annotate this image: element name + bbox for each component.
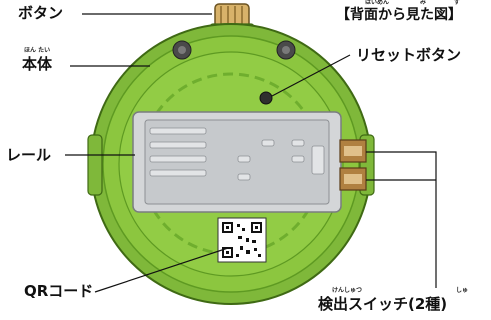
- button-label: ボタン: [18, 4, 64, 22]
- detect-switch-label: 検出スイッチ(2種): [318, 295, 448, 313]
- qr-code-graphic: [217, 217, 267, 263]
- body-ruby: ほん たい: [24, 47, 51, 54]
- caption-ruby-mi: み: [420, 0, 427, 6]
- rail-graphic: [132, 111, 342, 213]
- detect-switch-ruby: けんしゅつ: [332, 287, 363, 294]
- rail-label: レール: [6, 146, 52, 164]
- detect-switch-ruby-2: しゅ: [456, 287, 469, 294]
- detect-switches-graphic: [339, 139, 367, 191]
- leader-lines: [65, 13, 437, 293]
- caption-ruby-haimen: はいめん: [365, 0, 390, 6]
- reset-button-label: リセットボタン: [356, 46, 462, 64]
- caption-ruby-zu: ず: [454, 0, 461, 6]
- qr-code-label: QRコード: [24, 282, 94, 300]
- diagram-caption: 【背面から見た図】: [336, 7, 462, 23]
- body-label: 本体: [22, 55, 53, 73]
